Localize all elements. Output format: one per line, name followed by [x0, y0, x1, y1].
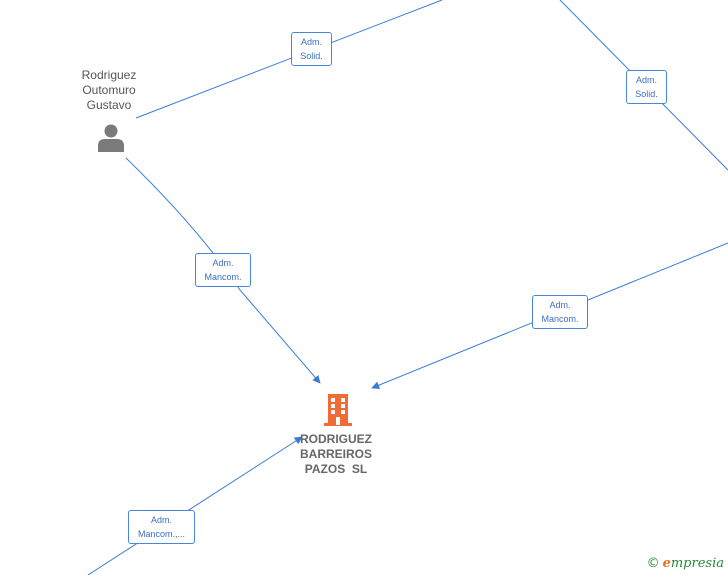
edge-label-type: Mancom.,...: [137, 529, 185, 539]
edge-label-mancom-2[interactable]: Adm. Mancom.: [532, 295, 588, 329]
company-name-line-1: RODRIGUEZ: [300, 432, 372, 446]
edge-label-role: Adm.: [635, 75, 657, 85]
copyright-symbol: ©: [646, 556, 660, 571]
edge-label-solid-2[interactable]: Adm. Solid.: [626, 70, 667, 104]
edge-label-type: Solid.: [300, 51, 323, 61]
person-name-line-1: Rodriguez: [81, 68, 137, 82]
empresia-logo: ©empresia: [647, 556, 724, 571]
edge-label-role: Adm.: [212, 258, 234, 268]
edge-bottom-company: [87, 436, 303, 575]
company-name[interactable]: RODRIGUEZ BARREIROS PAZOS SL: [288, 432, 384, 477]
edge-person-solid: [135, 0, 443, 119]
edge-label-role: Adm.: [150, 515, 172, 525]
edge-label-type: Mancom.: [204, 272, 242, 282]
building-icon[interactable]: [322, 393, 354, 427]
brand-rest: mpresia: [670, 556, 724, 571]
company-name-line-2: BARREIROS: [299, 447, 372, 461]
brand-initial: e: [662, 556, 671, 571]
edge-label-role: Adm.: [300, 37, 322, 47]
edge-label-type: Mancom.: [541, 314, 579, 324]
person-name-line-2: Outomuro: [82, 83, 136, 97]
person-name-line-3: Gustavo: [86, 98, 132, 112]
edge-label-mancom-3[interactable]: Adm. Mancom.,...: [128, 510, 195, 544]
edge-label-solid-1[interactable]: Adm. Solid.: [291, 32, 332, 66]
edge-label-role: Adm.: [549, 300, 571, 310]
person-icon[interactable]: [96, 122, 126, 152]
edge-label-type: Solid.: [635, 89, 658, 99]
edge-label-mancom-1[interactable]: Adm. Mancom.: [195, 253, 251, 287]
company-name-line-3: PAZOS SL: [304, 462, 368, 476]
person-name[interactable]: Rodriguez Outomuro Gustavo: [64, 68, 154, 113]
